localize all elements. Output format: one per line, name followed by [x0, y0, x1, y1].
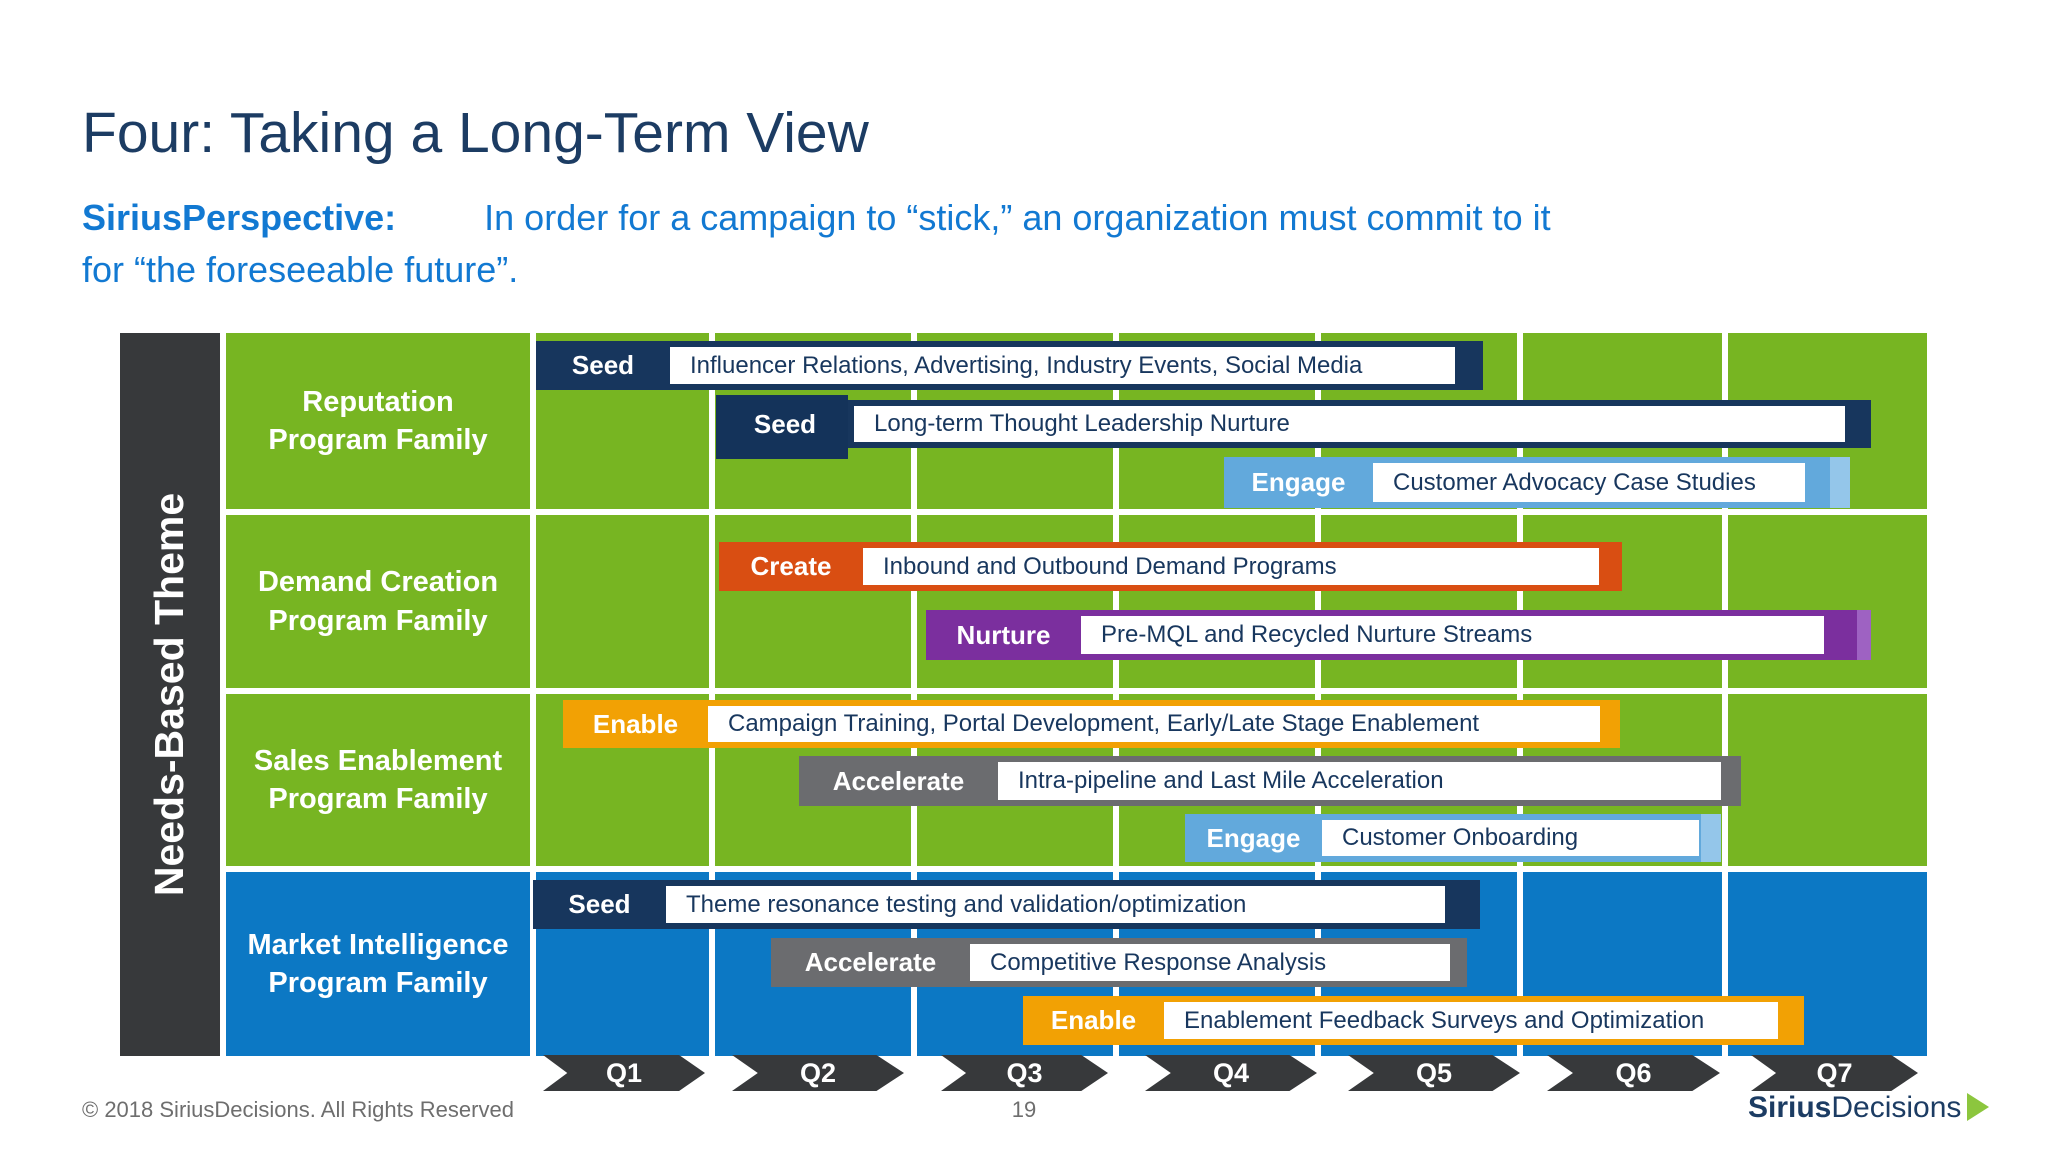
phase-bar: Seed Long-term Thought Leadership Nurture [716, 395, 1871, 459]
brand-arrow-icon [1967, 1093, 1990, 1121]
quarter-chevron: Q3 [941, 1055, 1108, 1091]
phase-bar: Seed Theme resonance testing and validati… [533, 880, 1480, 929]
phase-description: Customer Onboarding [1342, 824, 1579, 851]
column-gridline [1315, 333, 1321, 1056]
phase-bar: Nurture Pre-MQL and Recycled Nurture Stre… [926, 610, 1871, 660]
footer-copyright: © 2018 SiriusDecisions. All Rights Reser… [82, 1097, 514, 1122]
phase-description-box: Enablement Feedback Surveys and Optimiza… [1164, 1002, 1778, 1039]
phase-description: Campaign Training, Portal Development, E… [728, 710, 1480, 737]
phase-description: Enablement Feedback Surveys and Optimiza… [1184, 1006, 1705, 1034]
phase-description: Pre-MQL and Recycled Nurture Streams [1101, 621, 1533, 648]
phase-bar: Accelerate Intra-pipeline and Last Mile A… [799, 756, 1741, 806]
phase-bar: Engage Customer Onboarding [1185, 814, 1721, 862]
program-row-cell [536, 515, 1927, 688]
brand-logo: SiriusDecisions [1748, 1091, 1990, 1125]
phase-label: Enable [1050, 1005, 1137, 1035]
phase-label: Enable [592, 708, 679, 739]
phase-description-box: Intra-pipeline and Last Mile Acceleratio… [998, 762, 1721, 800]
phase-description: Intra-pipeline and Last Mile Acceleratio… [1018, 767, 1444, 794]
column-gridline [1113, 333, 1119, 1056]
phase-description: Influencer Relations, Advertising, Indus… [690, 351, 1363, 379]
sirius-perspective: SiriusPerspective: In order for a campaig… [82, 192, 1551, 296]
page-title: Four: Taking a Long-Term View [82, 101, 869, 165]
phase-description-box: Long-term Thought Leadership Nurture [854, 406, 1845, 442]
phase-bar-cap [1830, 457, 1850, 508]
sirius-perspective-label: SiriusPerspective: [82, 197, 397, 238]
column-gridline [709, 333, 715, 1056]
phase-label: Create [750, 551, 832, 581]
column-gridline [1517, 333, 1523, 1056]
phase-description: Long-term Thought Leadership Nurture [874, 410, 1290, 437]
phase-description: Competitive Response Analysis [990, 948, 1327, 976]
phase-bar-cap [1701, 814, 1721, 862]
quarter-chevron: Q4 [1145, 1055, 1317, 1091]
phase-bar-cap [1857, 610, 1871, 660]
phase-label: Nurture [956, 619, 1051, 650]
phase-label: Accelerate [804, 947, 937, 977]
phase-bar: Engage Customer Advocacy Case Studies [1224, 457, 1850, 508]
phase-bar: Enable Campaign Training, Portal Developm… [563, 700, 1620, 748]
phase-description-box: Pre-MQL and Recycled Nurture Streams [1081, 616, 1824, 654]
quarter-chevron: Q5 [1348, 1055, 1520, 1091]
phase-bar: Enable Enablement Feedback Surveys and Op… [1023, 996, 1804, 1045]
phase-label-chip [716, 395, 848, 459]
page-number: 19 [1011, 1097, 1037, 1122]
column-gridline [911, 333, 917, 1056]
phase-label: Engage [1206, 822, 1301, 853]
phase-description-box: Inbound and Outbound Demand Programs [863, 548, 1599, 585]
quarter-chevron: Q6 [1547, 1055, 1720, 1091]
phase-label: Seed [571, 350, 635, 380]
needs-based-theme-label: Needs-Based Theme [146, 492, 193, 897]
phase-label: Seed [568, 889, 631, 919]
phase-label: Engage [1251, 467, 1346, 497]
brand-logo-sirius: Sirius [1748, 1091, 1832, 1124]
phase-description: Theme resonance testing and validation/o… [686, 890, 1247, 918]
quarter-chevron: Q7 [1751, 1055, 1918, 1091]
column-gridline [1722, 333, 1728, 1056]
needs-based-theme-sidebar: Needs-Based Theme [120, 333, 220, 1056]
phase-description-box: Customer Onboarding [1322, 820, 1699, 856]
phase-description: Customer Advocacy Case Studies [1393, 468, 1756, 496]
brand-logo-decisions: Decisions [1831, 1091, 1962, 1124]
phase-bar: Accelerate Competitive Response Analysis [771, 938, 1467, 987]
quarter-chevron: Q1 [543, 1055, 705, 1091]
phase-label: Seed [753, 408, 817, 439]
sirius-perspective-text-line2: for “the foreseeable future”. [82, 249, 519, 290]
quarter-chevron: Q2 [732, 1055, 904, 1091]
phase-description-box: Influencer Relations, Advertising, Indus… [670, 347, 1455, 384]
phase-description-box: Theme resonance testing and validation/o… [666, 886, 1445, 923]
phase-description-box: Campaign Training, Portal Development, E… [708, 706, 1600, 742]
phase-description: Inbound and Outbound Demand Programs [883, 552, 1337, 580]
phase-description-box: Competitive Response Analysis [970, 944, 1450, 981]
phase-label: Accelerate [832, 765, 965, 796]
phase-bar: Seed Influencer Relations, Advertising, I… [536, 341, 1483, 390]
phase-description-box: Customer Advocacy Case Studies [1373, 463, 1805, 502]
phase-bar: Create Inbound and Outbound Demand Progra… [719, 542, 1622, 591]
sirius-perspective-text-line1: In order for a campaign to “stick,” an o… [484, 197, 1551, 238]
